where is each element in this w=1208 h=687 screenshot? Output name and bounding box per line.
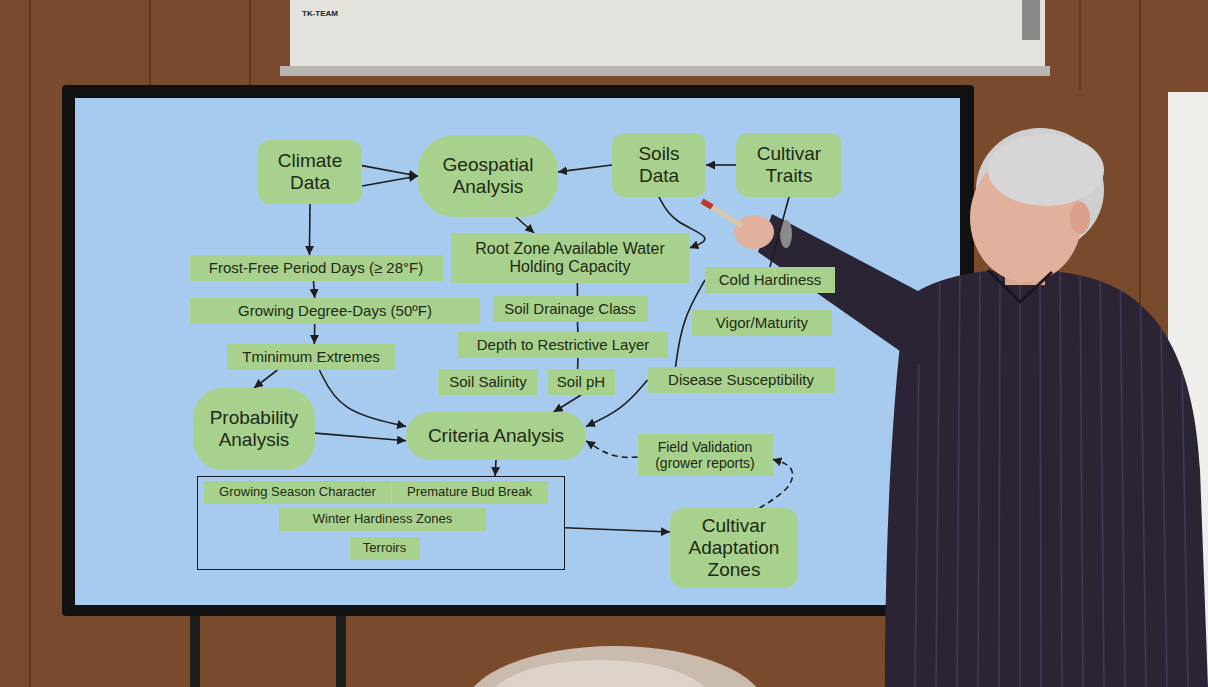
- pointer-tip: [702, 201, 712, 207]
- connector-arrow: [313, 281, 314, 298]
- node-text: Cold Hardiness: [711, 271, 829, 288]
- output-box: Winter Hardiness Zones: [279, 508, 486, 531]
- audience-head: [465, 646, 765, 687]
- tv-bezel: [62, 85, 974, 616]
- connector-arrow: [554, 395, 581, 412]
- factor-box: Vigor/Maturity: [692, 310, 832, 336]
- factor-box: Soil pH: [548, 369, 615, 395]
- data-box: Climate Data: [258, 140, 362, 204]
- node-text: Soils Data: [618, 143, 700, 187]
- output-box: Growing Season Character: [204, 481, 391, 504]
- connector-arrow: [362, 176, 418, 186]
- connector-arrow: [494, 460, 497, 476]
- connector-arrow: [577, 358, 579, 369]
- node-text: Criteria Analysis: [412, 425, 580, 447]
- node-text: Terroirs: [356, 541, 414, 556]
- connector-arrow: [558, 165, 612, 172]
- result-box: Cultivar Adaptation Zones: [670, 508, 798, 588]
- factor-box: Disease Susceptibility: [648, 367, 835, 393]
- process-box: Geospatial Analysis: [418, 135, 558, 217]
- connector-arrow: [565, 528, 670, 532]
- connector-arrow: [586, 441, 638, 458]
- pointer-stick: [712, 207, 742, 226]
- node-text: Vigor/Maturity: [698, 314, 826, 331]
- node-text: Cultivar Traits: [742, 143, 836, 187]
- connector-arrow: [309, 204, 311, 255]
- node-text: Field Validation (grower reports): [644, 439, 767, 471]
- output-group: Growing Season Character Premature Bud Br…: [197, 476, 565, 570]
- connector-arrow: [254, 370, 277, 388]
- audience-hair: [490, 660, 710, 687]
- node-text: Premature Bud Break: [398, 485, 542, 500]
- presenter-hand: [734, 215, 774, 249]
- node-text: Soil pH: [554, 373, 609, 390]
- node-text: Disease Susceptibility: [654, 371, 829, 388]
- node-text: Cultivar Adaptation Zones: [676, 515, 792, 581]
- presenter-hair-top: [988, 134, 1104, 206]
- presenter-ear: [1070, 202, 1090, 234]
- connector-arrow: [706, 164, 736, 166]
- output-box: Terroirs: [350, 537, 420, 560]
- board-label: TK-TEAM: [302, 9, 338, 18]
- data-box: Cultivar Traits: [736, 133, 842, 197]
- connector-arrow: [577, 322, 579, 332]
- connector-arrow: [770, 197, 789, 267]
- node-text: Winter Hardiness Zones: [285, 512, 480, 527]
- connector-arrow: [315, 433, 406, 441]
- stand-post: [336, 612, 346, 687]
- factor-box: Cold Hardiness: [705, 267, 835, 293]
- node-text: Tminimum Extremes: [233, 348, 389, 365]
- validation-box: Field Validation (grower reports): [638, 434, 773, 476]
- factor-box: Soil Salinity: [438, 369, 538, 395]
- node-text: Root Zone Available Water Holding Capaci…: [457, 240, 684, 277]
- connector-arrow: [319, 370, 406, 426]
- screen: [75, 98, 960, 605]
- node-text: Soil Drainage Class: [499, 300, 642, 317]
- connector-arrow: [577, 283, 579, 296]
- factor-box: Frost-Free Period Days (≥ 28°F): [190, 255, 443, 281]
- whiteboard: [290, 0, 1045, 70]
- shirt-stripes: [915, 260, 1188, 687]
- factor-box: Depth to Restrictive Layer: [458, 332, 668, 358]
- process-box: Probability Analysis: [193, 388, 315, 470]
- factor-box: Tminimum Extremes: [227, 344, 395, 370]
- node-text: Climate Data: [264, 150, 356, 194]
- output-box: Premature Bud Break: [392, 481, 548, 504]
- node-text: Soil Salinity: [444, 373, 532, 390]
- node-text: Growing Season Character: [210, 485, 385, 500]
- factor-box: Soil Drainage Class: [493, 296, 648, 322]
- node-text: Depth to Restrictive Layer: [464, 336, 662, 353]
- factor-box: Growing Degree-Days (50ºF): [190, 298, 480, 324]
- presenter-body: [885, 269, 1208, 687]
- connector-arrow: [516, 217, 534, 233]
- node-text: Growing Degree-Days (50ºF): [196, 302, 474, 319]
- node-text: Frost-Free Period Days (≥ 28°F): [196, 259, 437, 276]
- data-box: Soils Data: [612, 133, 706, 197]
- node-text: Probability Analysis: [199, 407, 309, 451]
- shirt-collar: [988, 270, 1052, 302]
- process-box: Criteria Analysis: [406, 412, 586, 460]
- presenter-arm: [758, 214, 935, 372]
- stand-post: [190, 612, 200, 687]
- node-text: Geospatial Analysis: [424, 154, 552, 198]
- connector-arrow: [362, 166, 418, 176]
- connector-arrow: [314, 324, 316, 344]
- whiteboard-rail: [280, 66, 1050, 76]
- whiteboard-clip: [1022, 0, 1040, 40]
- factor-box: Root Zone Available Water Holding Capaci…: [451, 233, 690, 283]
